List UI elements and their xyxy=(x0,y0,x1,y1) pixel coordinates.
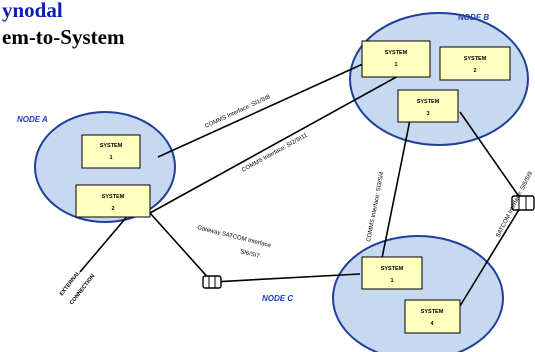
node-a-system-1-number: 1 xyxy=(109,155,112,161)
title-line-1: ynodal xyxy=(2,0,63,22)
node-c-ellipse xyxy=(332,235,504,352)
node-c-system-4-title: SYSTEM xyxy=(421,309,444,315)
link-a2-b1 xyxy=(149,74,401,214)
node-b-system-3-title: SYSTEM xyxy=(417,99,440,105)
node-a-system-1-box xyxy=(81,134,141,169)
node-b-system-1-title: SYSTEM xyxy=(385,50,408,56)
node-c-system-1-box xyxy=(361,256,423,290)
node-a-system-2-number: 2 xyxy=(111,206,114,212)
title-line-2: em-to-System xyxy=(2,25,125,49)
node-b-system-3-box xyxy=(397,89,459,123)
node-b-label: NODE B xyxy=(458,13,489,22)
link-a2-c1-label-line2: SI6/SI7 xyxy=(240,249,261,260)
node-a-system-2-title: SYSTEM xyxy=(102,194,125,200)
node-a-system-1-title: SYSTEM xyxy=(100,143,123,149)
node-b-system-1-box xyxy=(361,40,431,78)
node-c-label: NODE C xyxy=(262,294,293,303)
node-c-system-1-number: 1 xyxy=(390,278,393,284)
gateway-connector xyxy=(202,275,222,289)
link-b3-c1 xyxy=(381,109,413,259)
node-a-system-2-box xyxy=(75,184,151,218)
link-a1-b1 xyxy=(157,62,366,158)
link-a2-c1 xyxy=(149,212,361,283)
node-c-system-4-box xyxy=(404,299,461,334)
link-b-satcom xyxy=(459,111,521,199)
link-a2-c1-label-line1: Gateway SATCOM Interface xyxy=(197,225,272,249)
node-b-system-3-number: 3 xyxy=(426,111,429,117)
link-a2-b1-label: COMMS Interface: SI2/SI11 xyxy=(241,132,309,173)
satcom-connector xyxy=(511,195,535,211)
link-b3-c1-label: COMMS Interface: SI3/SI4 xyxy=(366,171,386,243)
node-b-system-2-box xyxy=(439,46,511,81)
node-b-system-1-number: 1 xyxy=(394,62,397,68)
node-b-system-2-title: SYSTEM xyxy=(464,56,487,62)
node-c-system-1-title: SYSTEM xyxy=(381,266,404,272)
node-c-system-4-number: 4 xyxy=(430,321,434,327)
link-c4-satcom xyxy=(459,207,521,307)
node-b-system-2-number: 2 xyxy=(473,68,476,74)
node-a-label: NODE A xyxy=(17,115,48,124)
link-a1-b1-label: COMMS Interface: SI1/SI8 xyxy=(204,94,272,130)
external-connection-line xyxy=(79,212,131,273)
